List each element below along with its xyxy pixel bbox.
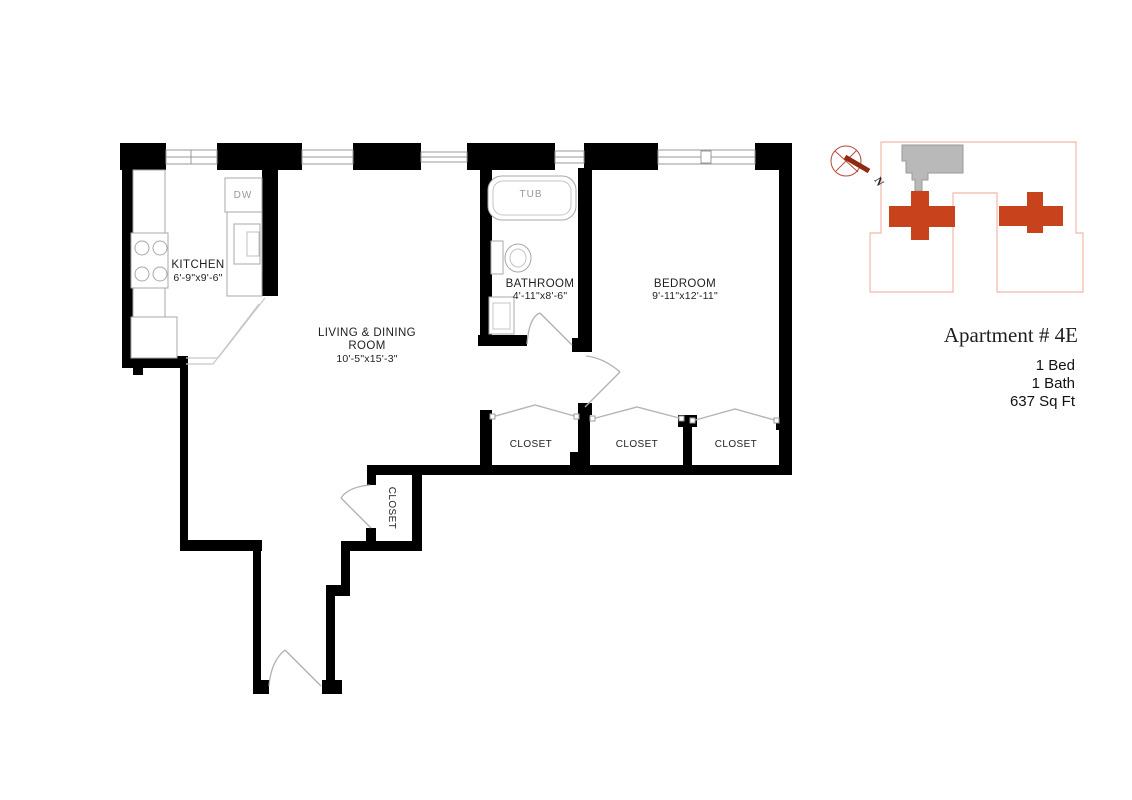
living-dining-label-line2: ROOM [348, 340, 385, 352]
doors [186, 297, 621, 687]
windows [165, 149, 756, 165]
bathroom-dims: 4'-11"x8'-6" [513, 290, 568, 302]
closet2-label: CLOSET [616, 439, 658, 450]
toilet [490, 240, 532, 275]
bathroom-window [554, 150, 585, 164]
hall-closet-label: CLOSET [386, 487, 397, 529]
area-info: 637 Sq Ft [1010, 393, 1076, 410]
closet3-bifold [691, 408, 779, 422]
bathroom-label: BATHROOM [506, 278, 575, 290]
bedroom-dims: 9'-11"x12'-11" [652, 290, 718, 302]
bedroom-window [657, 149, 756, 165]
fixtures [130, 169, 577, 359]
bedroom-label: BEDROOM [654, 278, 716, 290]
core-cross-left [889, 191, 955, 240]
entry-door [268, 649, 322, 687]
living-dining-label-line1: LIVING & DINING [318, 327, 416, 339]
kitchen-opening [186, 297, 266, 365]
closet3-label: CLOSET [715, 439, 757, 450]
dishwasher [224, 177, 263, 213]
closet1-label: CLOSET [510, 439, 552, 450]
hall-closet-door [340, 484, 372, 529]
unit-location-shape [901, 144, 964, 192]
building-outline [869, 141, 1084, 293]
compass-icon: N [830, 145, 886, 188]
room-labels: KITCHEN 6'-9"x9'-6" LIVING & DINING ROOM… [171, 189, 757, 529]
closet2-bifold [591, 406, 684, 420]
bathroom-sink [488, 296, 515, 335]
compass-north-label: N [871, 175, 885, 188]
closet1-bifold [491, 404, 579, 418]
bedroom-door [584, 355, 621, 408]
living-window-2 [420, 151, 468, 163]
baths-info: 1 Bath [1032, 375, 1075, 392]
living-window-1 [301, 149, 354, 165]
apartment-title: Apartment # 4E [944, 323, 1078, 347]
bathroom-door [526, 312, 573, 346]
stove [130, 232, 169, 289]
beds-info: 1 Bed [1036, 357, 1075, 374]
walls [120, 143, 792, 694]
bathtub [487, 175, 577, 221]
key-plan: N [830, 141, 1084, 293]
bifold-doors [489, 404, 780, 424]
kitchen-label: KITCHEN [171, 259, 224, 271]
living-dining-dims: 10'-5"x15'-3" [336, 353, 397, 365]
kitchen-dims: 6'-9"x9'-6" [173, 272, 222, 284]
dishwasher-label: DW [234, 190, 253, 201]
tub-label: TUB [520, 189, 543, 200]
kitchen-sink-cabinet [130, 316, 178, 359]
refrigerator [233, 223, 261, 265]
compass-needle [843, 154, 871, 174]
kitchen-window [165, 149, 218, 165]
core-cross-right [999, 192, 1063, 233]
unit-info: Apartment # 4E 1 Bed 1 Bath 637 Sq Ft [944, 323, 1078, 410]
